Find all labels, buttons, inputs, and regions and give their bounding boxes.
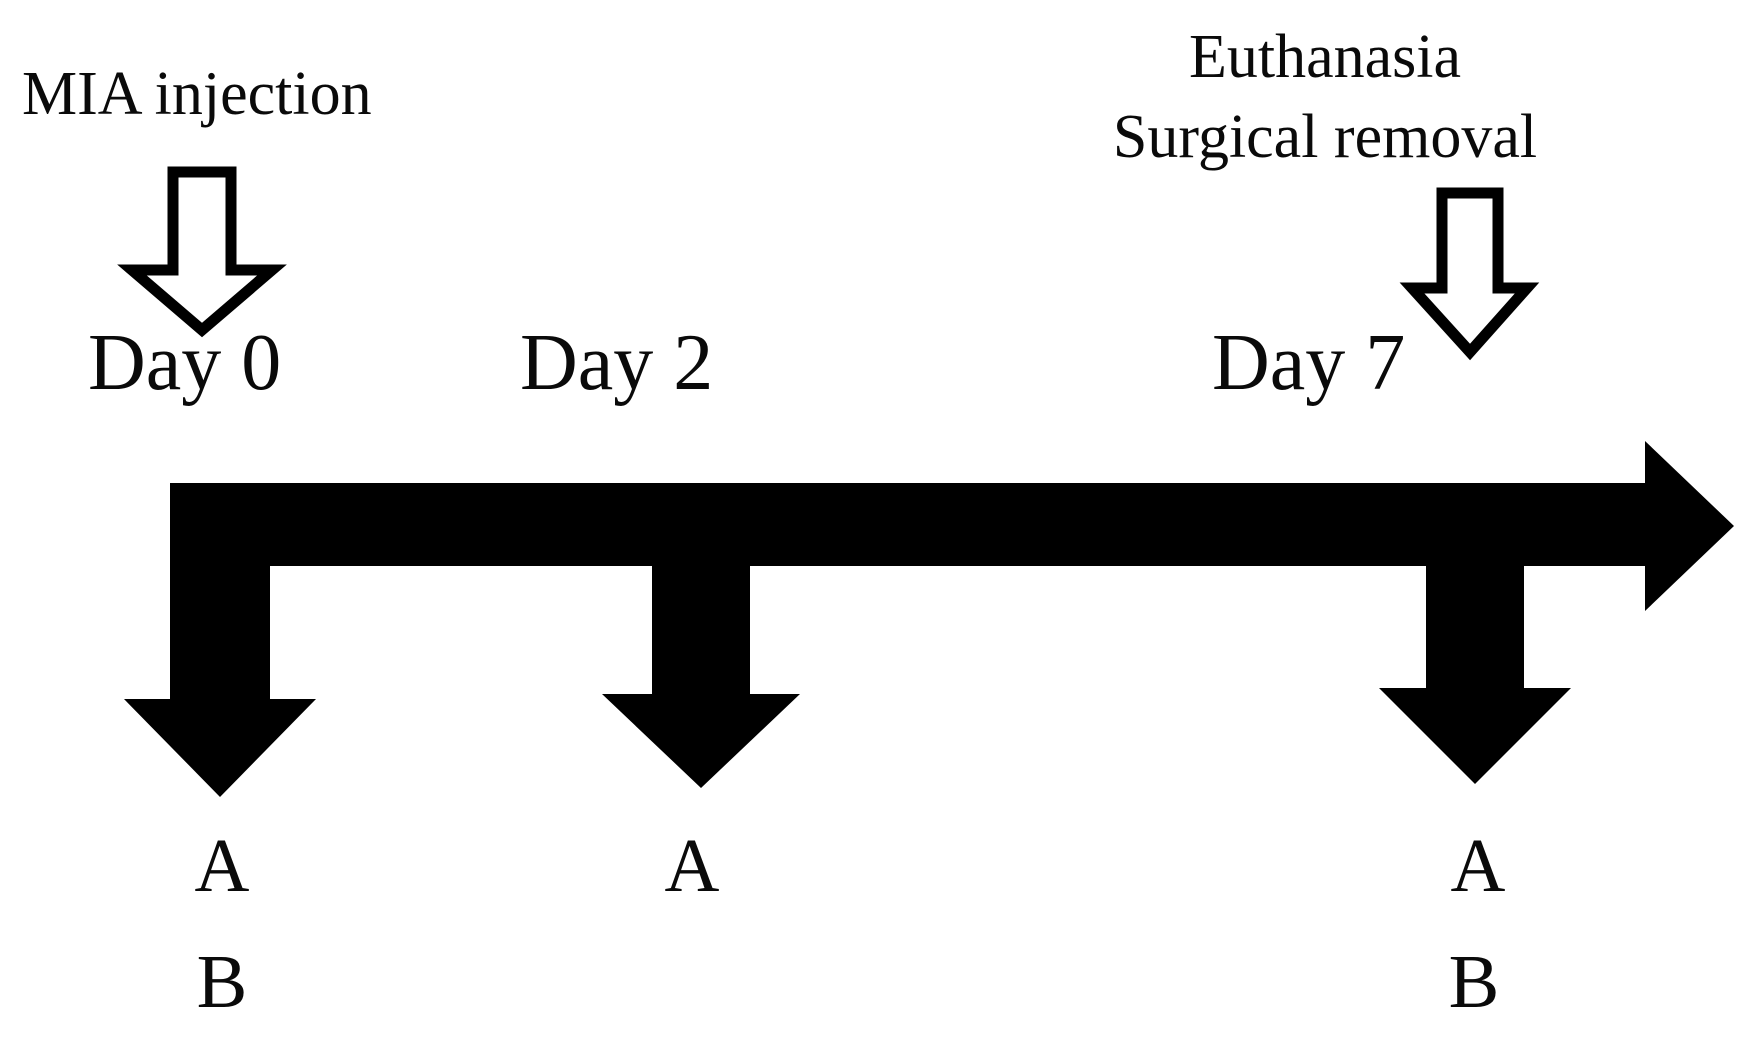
day-label-7: Day 7: [1212, 319, 1406, 407]
group-label-day7-b: B: [1448, 940, 1500, 1024]
group-label-day2-a: A: [664, 824, 720, 908]
group-label-day7-a: A: [1450, 824, 1506, 908]
timeline-axis-right-arrow-icon: [170, 441, 1734, 611]
branch-down-arrow-day2: [602, 566, 800, 788]
mia-injection-label: MIA injection: [22, 60, 372, 128]
hollow-down-arrow-icon-start: [117, 166, 287, 338]
group-label-day0-b: B: [196, 940, 248, 1024]
day-label-2: Day 2: [520, 319, 714, 407]
day-label-0: Day 0: [88, 319, 282, 407]
branch-down-arrow-day7: [1379, 566, 1571, 784]
surgical-removal-label: Surgical removal: [1112, 103, 1538, 171]
euthanasia-label: Euthanasia: [1188, 23, 1462, 91]
hollow-down-arrow-icon-end: [1399, 187, 1540, 361]
group-label-day0-a: A: [194, 824, 250, 908]
branch-down-arrow-day0: [124, 566, 316, 797]
